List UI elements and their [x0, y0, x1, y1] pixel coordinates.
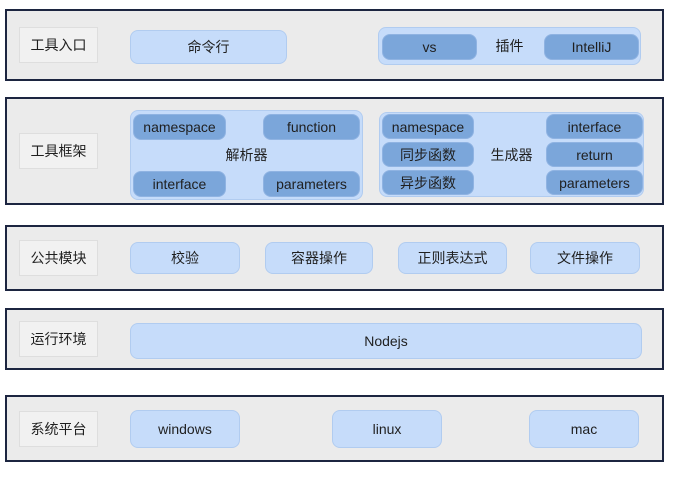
node-parameters: parameters [546, 170, 643, 195]
row-label-text: 工具入口 [30, 37, 87, 53]
node-function: function [263, 114, 360, 140]
node-container-ops: 容器操作 [265, 242, 373, 274]
generator-group: 生成器 namespace 同步函数 异步函数 interface return… [379, 112, 644, 197]
node-return: return [546, 142, 643, 167]
node-interface: interface [133, 171, 226, 197]
node-command-line: 命令行 [130, 30, 287, 64]
node-regex: 正则表达式 [398, 242, 507, 274]
node-parameters: parameters [263, 171, 360, 197]
node-windows: windows [130, 410, 240, 448]
section-tool-entry: 工具入口 命令行 插件 vs IntelliJ [5, 9, 664, 81]
section-platform: 系统平台 windows linux mac [5, 395, 664, 462]
node-validation: 校验 [130, 242, 240, 274]
parser-group: 解析器 namespace function interface paramet… [130, 110, 363, 200]
row-label-common-modules: 公共模块 [19, 240, 98, 276]
node-file-ops: 文件操作 [530, 242, 640, 274]
section-common-modules: 公共模块 校验 容器操作 正则表达式 文件操作 [5, 225, 664, 291]
node-async-function: 异步函数 [382, 170, 474, 195]
node-namespace: namespace [382, 114, 474, 139]
row-label-platform: 系统平台 [19, 410, 98, 447]
row-label-text: 公共模块 [30, 250, 87, 266]
node-mac: mac [529, 410, 639, 448]
row-label-text: 系统平台 [30, 420, 87, 437]
row-label-tool-framework: 工具框架 [19, 133, 98, 169]
row-label-text: 运行环境 [30, 331, 87, 347]
node-namespace: namespace [133, 114, 226, 140]
node-intellij: IntelliJ [544, 34, 639, 60]
plugin-group: 插件 vs IntelliJ [378, 27, 641, 65]
row-label-runtime: 运行环境 [19, 321, 98, 357]
node-linux: linux [332, 410, 442, 448]
row-label-tool-entry: 工具入口 [19, 27, 98, 63]
section-tool-framework: 工具框架 解析器 namespace function interface pa… [5, 97, 664, 205]
node-vs: vs [382, 34, 477, 60]
section-runtime: 运行环境 Nodejs [5, 308, 664, 370]
node-interface: interface [546, 114, 643, 139]
row-label-text: 工具框架 [30, 143, 87, 159]
node-nodejs: Nodejs [130, 323, 642, 359]
node-sync-function: 同步函数 [382, 142, 474, 167]
